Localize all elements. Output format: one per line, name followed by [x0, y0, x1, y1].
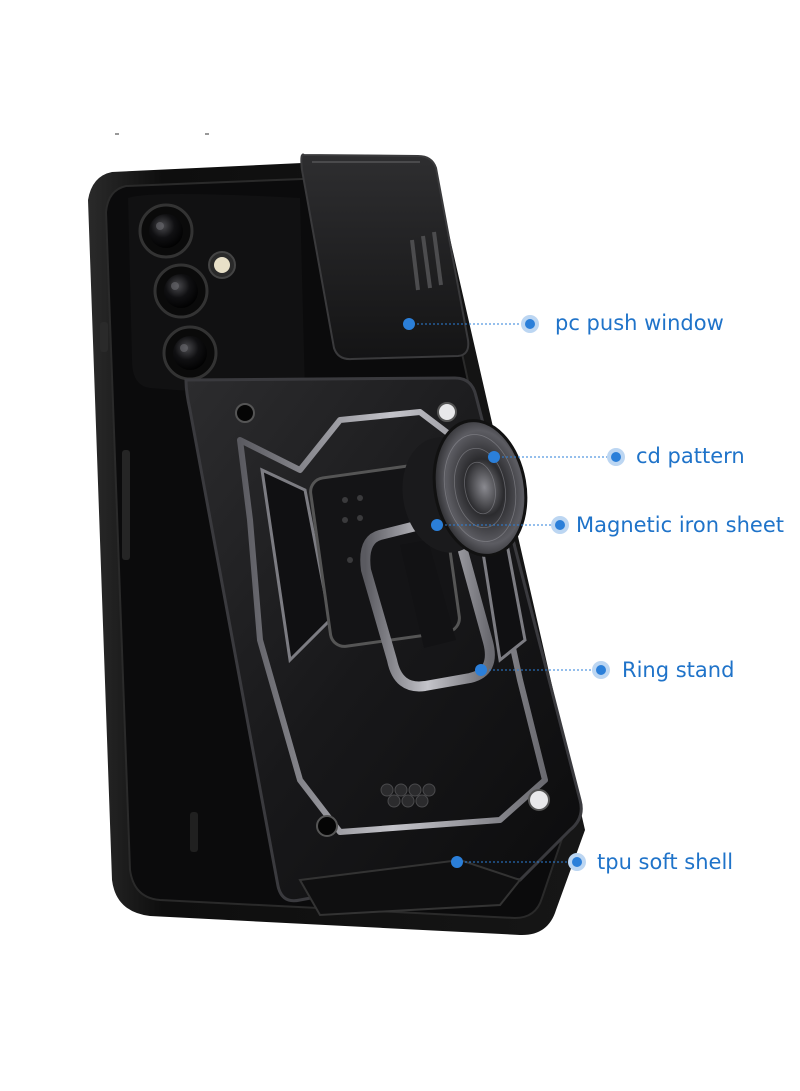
label-cd-pattern: cd pattern: [636, 444, 745, 468]
cd-pattern-knob: [402, 419, 528, 557]
label-ring-stand: Ring stand: [622, 658, 735, 682]
pc-push-window-slider: [300, 153, 470, 361]
callout-connectors: [403, 315, 625, 871]
camera-module: [128, 194, 305, 393]
label-tpu-soft-shell: tpu soft shell: [597, 850, 734, 874]
callout-dot: [611, 452, 621, 462]
callout-dot: [525, 319, 535, 329]
label-pc-push-window: pc push window: [555, 311, 724, 335]
callout-dot: [596, 665, 606, 675]
callout-dot: [555, 520, 565, 530]
label-magnetic-iron-sheet: Magnetic iron sheet: [576, 513, 785, 537]
callout-dot: [572, 857, 582, 867]
